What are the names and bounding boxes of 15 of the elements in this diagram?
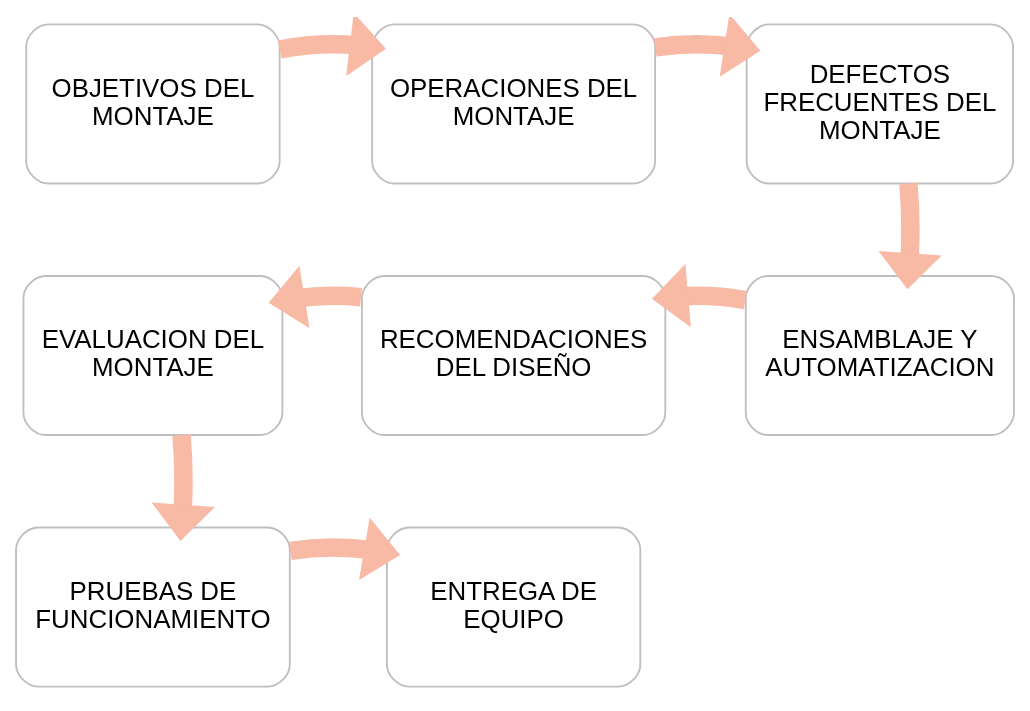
node-box: ENTREGA DE EQUIPO xyxy=(386,526,642,688)
arrow xyxy=(151,434,215,541)
node-box: DEFECTOS FRECUENTES DEL MONTAJE xyxy=(745,23,1014,185)
arrow xyxy=(268,265,362,329)
arrow xyxy=(289,517,401,581)
node-box: PRUEBAS DE FUNCIONAMIENTO xyxy=(15,526,291,688)
node-box: OBJETIVOS DEL MONTAJE xyxy=(25,23,281,185)
arrow xyxy=(651,264,747,328)
node-box: ENSAMBLAJE Y AUTOMATIZACION xyxy=(744,275,1015,436)
arrow xyxy=(278,17,386,76)
node-box: RECOMENDACIONES DEL DISEÑO xyxy=(361,275,667,436)
arrow xyxy=(654,17,761,77)
node-box: OPERACIONES DEL MONTAJE xyxy=(371,23,657,185)
arrow xyxy=(878,182,942,290)
node-box: EVALUACION DEL MONTAJE xyxy=(22,275,284,436)
